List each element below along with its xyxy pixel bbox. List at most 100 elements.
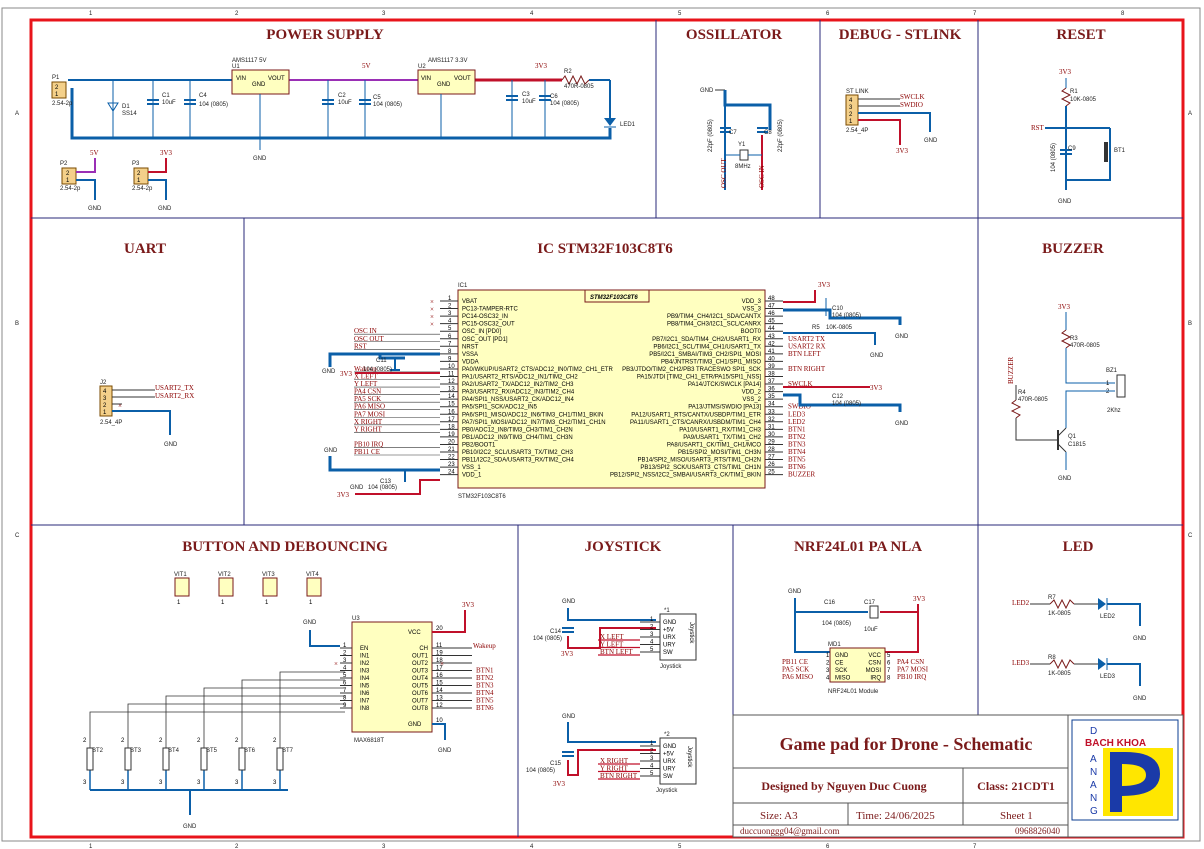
button-signal-wire — [241, 679, 345, 748]
section-title-uart: UART — [124, 241, 166, 257]
r4-val: 470R-0805 — [1018, 397, 1048, 403]
stlink-name: ST LINK — [846, 89, 869, 95]
c13-gnd: GND — [350, 485, 364, 491]
ic-pin-number: 15 — [448, 402, 455, 408]
joystick-pin-number: 4 — [650, 764, 654, 770]
svg-text:3V3: 3V3 — [160, 149, 173, 157]
ic-pin-name: VDD_1 — [462, 473, 482, 479]
ic-pin-name: PB3/JTDO/TIM2_CH2/PB3 TRACESWO SPI1_SCK — [622, 367, 761, 373]
svg-text:VOUT: VOUT — [268, 76, 285, 82]
q1-val: C1815 — [1068, 442, 1086, 448]
ic-left-net: PA7 MOSI — [354, 410, 386, 418]
debug-section: 43 21 ST LINK 2.54_4P SWCLK SWDIO GND 3V… — [845, 89, 938, 155]
c7-val: 22pF (0805) — [708, 119, 714, 152]
d1-ref: D1 — [122, 104, 130, 110]
ic-pin-name: VDD_3 — [742, 299, 762, 305]
joystick-pin-name: +5V — [663, 628, 674, 634]
joystick-pin-number: 2 — [650, 749, 654, 755]
grid-col-1: 1 — [89, 11, 93, 17]
svg-text:3V3: 3V3 — [337, 491, 350, 499]
button-pin: 3 — [121, 780, 125, 786]
ic-pin-number: 46 — [768, 311, 775, 317]
button-ref: BT6 — [244, 748, 256, 754]
ic-pin-name: PA11/USART1_CTS/CANRX/USBDM/TIM1_CH4 — [630, 420, 762, 426]
ic-left-net: PB11 CE — [354, 448, 380, 456]
ic-pin-name: PB9/TIM4_CH4/I2C1_SDA/CANTX — [667, 314, 761, 320]
sheet-text: Sheet 1 — [1000, 810, 1033, 822]
ic-name: STM32F103C8T6 — [590, 295, 638, 301]
nrf-pin-name: GND — [835, 653, 849, 659]
joystick-pin-name: URX — [663, 759, 676, 765]
u3-gnd: GND — [408, 722, 422, 728]
u3-pin-name: IN8 — [360, 706, 370, 712]
svg-text:GND: GND — [924, 138, 938, 144]
ic-pin-number: 47 — [768, 304, 775, 310]
ic-pin-name: PA3/USART2_RX/ADC12_IN3/TIM2_CH4 — [462, 390, 575, 396]
c7-ref: C7 — [729, 130, 737, 136]
ic-pin-number: 27 — [768, 455, 775, 461]
bz1-freq: 2Khz — [1107, 408, 1121, 414]
svg-text:G: G — [1090, 806, 1098, 817]
title-block: Game pad for Drone - Schematic Designed … — [732, 714, 1184, 838]
ic-left-net: PA5 SCK — [354, 395, 381, 403]
j2-ref: J2 — [100, 380, 107, 386]
class-text: Class: 21CDT1 — [977, 779, 1055, 793]
ic-pin-name: PC14-OSC32_IN — [462, 314, 508, 320]
vit-block — [306, 577, 322, 597]
ic-left-net: Y RIGHT — [354, 425, 383, 433]
buzzer-net: BUZZER — [1007, 356, 1015, 384]
joystick-pin-name: SW — [663, 774, 673, 780]
p2-type: 2.54-2p — [60, 186, 81, 192]
r4-ref: R4 — [1018, 390, 1026, 396]
ic-pin-number: 16 — [448, 409, 455, 415]
no-connect-mark: × — [430, 306, 434, 314]
r7-val: 1K-0805 — [1048, 611, 1071, 617]
grid-col-7: 7 — [973, 11, 977, 17]
c5-val: 104 (0805) — [373, 102, 402, 108]
ic-pin-number: 30 — [768, 432, 775, 438]
svg-text:GND: GND — [700, 88, 714, 94]
btn-net: BTN6 — [476, 704, 494, 712]
nrf-pin-number: 4 — [826, 676, 830, 682]
c12-ref: C12 — [832, 394, 844, 400]
c14-val: 104 (0805) — [533, 636, 562, 642]
svg-text:1: 1 — [137, 178, 141, 184]
c11-val: 104 (0805) — [363, 367, 392, 373]
joystick-pin-number: 3 — [650, 756, 654, 762]
grid-row-B-right: B — [1188, 321, 1192, 327]
vit-pin: 1 — [309, 600, 313, 606]
svg-text:GND: GND — [303, 620, 317, 626]
svg-text:3V3: 3V3 — [1058, 303, 1071, 311]
ic-right-net: SWDIO — [788, 403, 811, 411]
section-title-buzzer: BUZZER — [1042, 241, 1104, 257]
r8-val: 1K-0805 — [1048, 671, 1071, 677]
c9-val: 104 (0805) — [1051, 143, 1057, 172]
joystick-pin-name: URY — [663, 767, 676, 773]
grid-row-C-right: C — [1188, 533, 1193, 539]
button-ref: BT7 — [282, 748, 294, 754]
btn-net: BTN4 — [476, 689, 494, 697]
ic-pin-name: PA10/USART1_RX/TIM1_CH3 — [679, 427, 761, 433]
u3-pin-name: OUT1 — [412, 654, 429, 660]
led3-diode — [1098, 658, 1106, 670]
ic-pin-name: PA13/JTMS/SWDIO [PA13] — [688, 405, 761, 411]
u3-pin-name: OUT3 — [412, 669, 429, 675]
ic-pin-name: PB7/I2C1_SDA/TIM4_CH2/USART1_RX — [652, 337, 761, 343]
svg-text:3V3: 3V3 — [553, 780, 566, 788]
vit-label: VIT4 — [306, 572, 319, 578]
u3-pin-number: 7 — [343, 688, 347, 694]
r5-ref: R5 — [812, 325, 820, 331]
ic-right-net: BTN5 — [788, 456, 806, 464]
size-text: Size: A3 — [760, 810, 798, 822]
svg-text:1: 1 — [103, 410, 107, 416]
u3-name: MAX6818T — [354, 738, 384, 744]
c5-ref: C5 — [373, 95, 381, 101]
u3-pin-name: EN — [360, 646, 368, 652]
r3-ref: R3 — [1070, 336, 1078, 342]
svg-text:GND: GND — [164, 442, 178, 448]
svg-text:A: A — [1090, 780, 1097, 791]
vit-block — [262, 577, 278, 597]
grid-row-C: C — [15, 533, 20, 539]
ic-pin-name: PB1/ADC12_IN9/TIM3_CH4/TIM1_CH3N — [462, 435, 573, 441]
